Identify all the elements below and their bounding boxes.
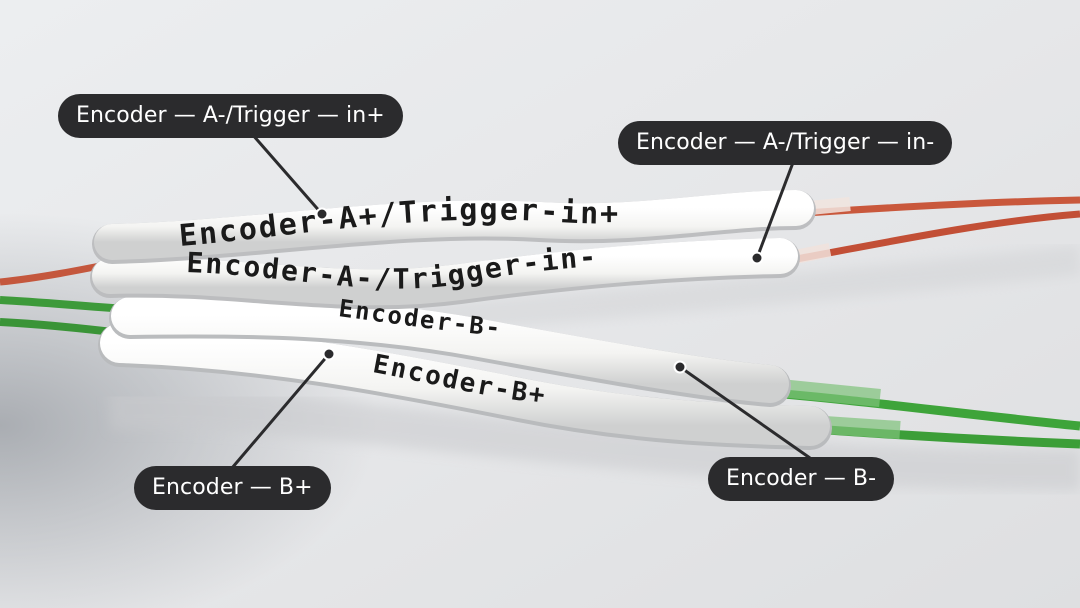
callout-encoder-a-minus: Encoder — A-/Trigger — in- — [618, 121, 953, 165]
callout-encoder-b-plus: Encoder — B+ — [134, 466, 331, 510]
callout-encoder-b-minus: Encoder — B- — [708, 457, 895, 501]
callout-encoder-a-plus: Encoder — A-/Trigger — in+ — [58, 94, 403, 138]
